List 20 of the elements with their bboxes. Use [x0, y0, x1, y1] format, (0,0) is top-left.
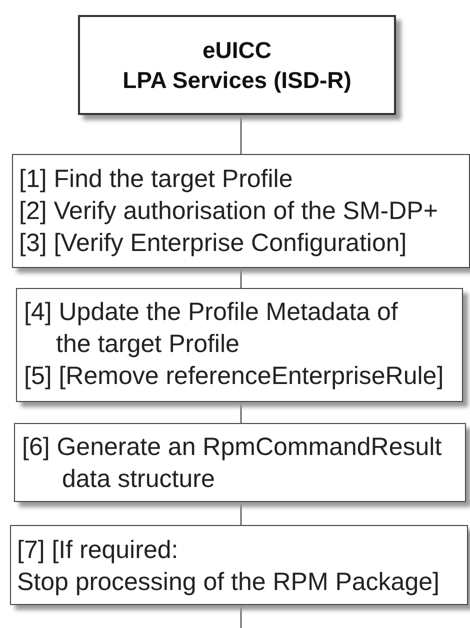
note-box — [10, 525, 468, 605]
note-box — [16, 288, 463, 402]
step-text: [6] Generate an RpmCommandResult data structure — [22, 432, 443, 495]
step-text: [1] Find the target Profile — [19, 164, 294, 195]
note-box — [14, 423, 466, 502]
step-text: [3] [Verify Enterprise Configuration] — [19, 228, 408, 259]
lifeline-segment — [240, 605, 242, 628]
lifeline-segment — [240, 115, 242, 154]
step-text: [4] Update the Profile Metadata of the target Profile — [24, 297, 399, 360]
step-text: [7] [If required: — [17, 535, 180, 566]
step-text: [5] [Remove referenceEnterpriseRule] — [24, 361, 445, 392]
lifeline-header-box — [78, 15, 396, 115]
participant-title: eUICC — [202, 36, 272, 65]
step-text: [2] Verify authorisation of the SM-DP+ — [19, 196, 439, 227]
lifeline-segment — [240, 268, 242, 288]
step-text: Stop processing of the RPM Package] — [17, 567, 440, 598]
lifeline-segment — [240, 502, 242, 525]
lifeline-segment — [240, 402, 242, 423]
note-box — [12, 154, 470, 268]
participant-title: LPA Services (ISD-R) — [122, 66, 352, 95]
